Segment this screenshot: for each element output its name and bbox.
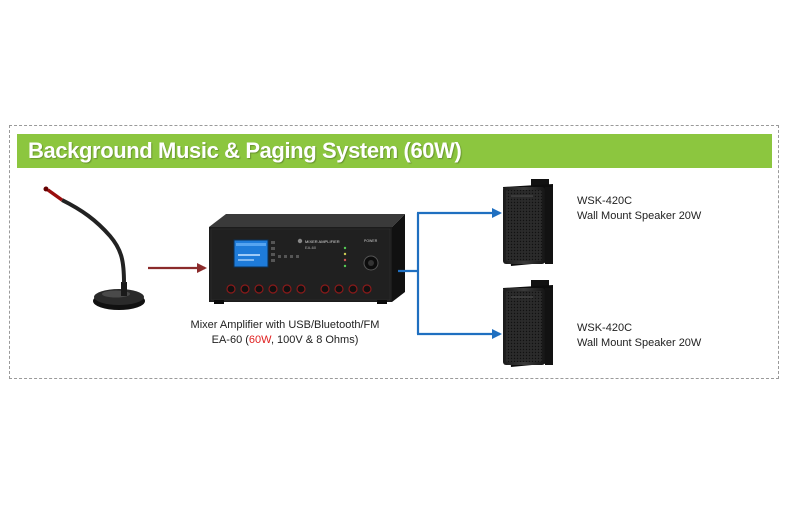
- speaker-1-model: WSK-420C: [577, 195, 633, 207]
- power-label: POWER: [364, 239, 378, 243]
- panel-model: EA-60: [305, 245, 317, 250]
- speaker-1-icon: [503, 179, 553, 266]
- speaker-2-caption: WSK-420C Wall Mount Speaker 20W: [577, 321, 701, 351]
- panel-brand: MIXER AMPLIFIER: [305, 239, 340, 244]
- volume-knobs: [226, 284, 372, 294]
- microphone-icon: [43, 186, 145, 310]
- caption-specs: , 100V & 8 Ohms): [270, 334, 359, 346]
- caption-model: EA-60 (: [211, 334, 249, 346]
- diagram-title: Background Music & Paging System (60W): [17, 134, 772, 168]
- diagram-frame: [9, 125, 779, 379]
- amplifier-caption-line2: EA-60 (60W, 100V & 8 Ohms): [160, 333, 410, 348]
- speaker-2-description: Wall Mount Speaker 20W: [577, 337, 702, 349]
- mixer-amplifier: MIXER AMPLIFIER EA-60 POWER: [209, 214, 405, 304]
- output-arrows: [398, 208, 502, 339]
- amplifier-caption-line1: Mixer Amplifier with USB/Bluetooth/FM: [190, 319, 380, 331]
- speaker-1-description: Wall Mount Speaker 20W: [577, 210, 702, 222]
- speaker-2-model: WSK-420C: [577, 322, 633, 334]
- speaker-2-icon: [503, 280, 553, 367]
- caption-power-highlight: 60W: [248, 334, 271, 346]
- speaker-1-caption: WSK-420C Wall Mount Speaker 20W: [577, 194, 701, 224]
- amplifier-caption: Mixer Amplifier with USB/Bluetooth/FM EA…: [160, 318, 410, 348]
